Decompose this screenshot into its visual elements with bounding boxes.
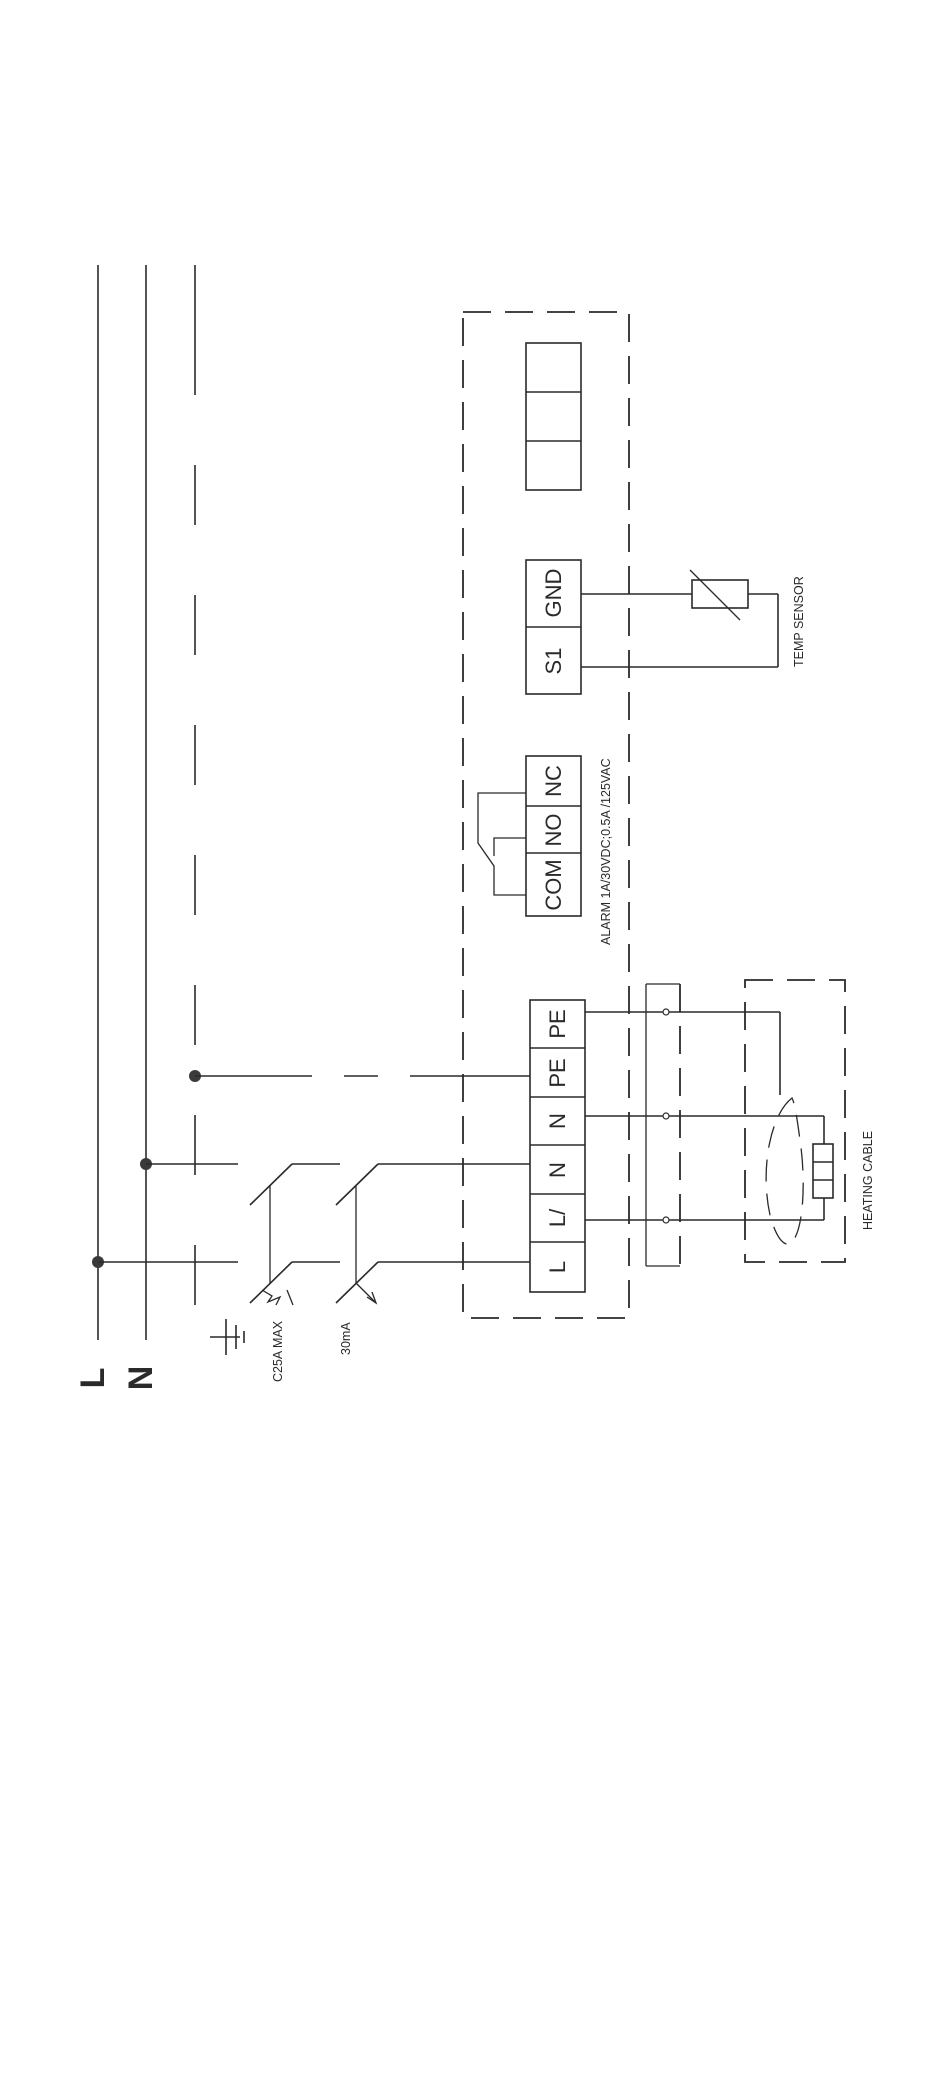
terminal-gnd: GND (541, 569, 566, 618)
circuit-breaker-symbol (250, 1164, 293, 1305)
terminal-s1: S1 (541, 648, 566, 675)
terminal-pe-in: PE (545, 1058, 570, 1087)
terminal-l: L (545, 1261, 570, 1273)
temp-sensor-symbol (581, 570, 778, 667)
relay-contact-symbol (478, 793, 526, 895)
breaker-label: C25A MAX (271, 1320, 285, 1382)
terminal-n-out: N (545, 1113, 570, 1129)
terminal-com: COM (541, 859, 566, 910)
rcd-label: 30mA (339, 1322, 353, 1355)
bus-label-n: N (122, 1366, 160, 1391)
terminal-l-out: L/ (545, 1208, 570, 1227)
power-terminal-block (530, 1000, 585, 1292)
rcd-symbol (336, 1164, 378, 1303)
heating-cable-label: HEATING CABLE (861, 1131, 875, 1230)
terminal-n-in: N (545, 1162, 570, 1178)
connector-strip (646, 984, 680, 1266)
heating-element-symbol (813, 1144, 833, 1198)
terminal-pe-out: PE (545, 1009, 570, 1038)
cable-sheath (766, 1098, 803, 1244)
terminal-nc: NC (541, 765, 566, 797)
terminal-no: NO (541, 814, 566, 847)
bus-label-l: L (74, 1368, 112, 1389)
temp-sensor-label: TEMP SENSOR (792, 576, 806, 667)
alarm-rating-label: ALARM 1A/30VDC;0.5A /125VAC (599, 758, 613, 945)
ground-symbol (210, 1319, 244, 1355)
spare-terminal-block (526, 343, 581, 490)
